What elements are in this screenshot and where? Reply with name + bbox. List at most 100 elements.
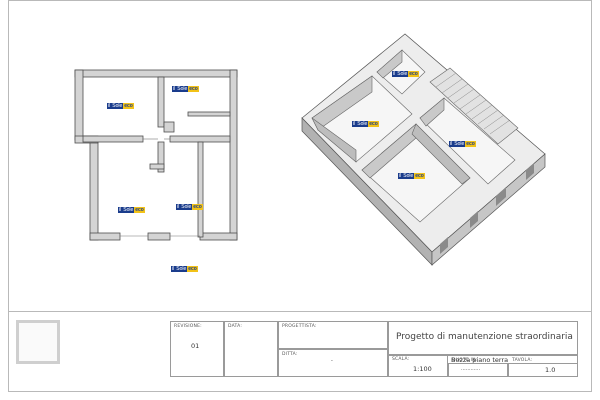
drawing-subtitle: Bozza piano terra [451,356,509,364]
watermark-suffix: eco [414,173,425,179]
wall-interior-stub [149,163,165,170]
date-cell: DATA: [224,321,278,377]
sheet-border-left [8,0,9,392]
scale-label: SCALA: [392,357,410,362]
watermark-prefix: il [171,266,176,272]
designer-cell: PROGETTISTA: [278,321,388,349]
stair-step [453,88,475,104]
stair-step [489,119,511,135]
stair-step [483,114,505,130]
watermark-brand: Sole [122,207,135,213]
wall-bottom-a [89,232,121,241]
stair-step [447,83,469,99]
window [470,211,478,228]
watermark-brand: Sole [180,204,193,210]
wall-interior-vertical-lower [157,141,165,173]
scale-value: 1:100 [413,365,432,373]
wall-chimney [163,121,175,133]
watermark-prefix: il [176,204,181,210]
wall-bottom-b [147,232,171,241]
stair-step [441,78,463,94]
stair-step [465,99,487,115]
plan-walls [74,69,238,241]
watermark-suffix: eco [123,103,134,109]
scale-cell: SCALA: 1:100 [388,355,448,377]
watermark-brand: Sole [356,121,369,127]
watermark-prefix: il [398,173,403,179]
window [526,163,534,180]
axo-outer-right-face [431,153,546,266]
units-value: ............ [461,366,481,372]
stair-step [459,94,481,110]
window [440,237,448,254]
axo-room-right-wall [419,97,445,127]
watermark-prefix: il [172,86,177,92]
watermark-suffix: eco [188,86,199,92]
stair-step [471,104,493,120]
watermark-suffix: eco [187,266,198,272]
watermark-suffix: eco [408,71,419,77]
sheet-cell: TAVOLA: 1.0 [508,358,578,377]
project-title: Progetto di manutenzione straordinaria [396,332,573,342]
axo-stair-steps [435,72,511,135]
watermark-suffix: eco [368,121,379,127]
wall-interior-vertical-upper [157,76,165,128]
company-label: DITTA: [282,352,298,357]
watermark-suffix: eco [134,207,145,213]
date-label: DATA: [228,324,243,329]
watermark-prefix: il [118,207,123,213]
watermark-brand: Sole [402,173,415,179]
axo-windows [440,163,534,254]
watermark-brand: Sole [175,266,188,272]
company-cell: DITTA: - [278,349,388,377]
wall-bath [187,111,231,117]
watermark-prefix: il [107,103,112,109]
axo-rooms [311,49,519,223]
sheet-value: 1.0 [545,366,556,374]
axo-room-small-wall [376,49,403,79]
revision-value: 01 [191,342,200,350]
watermark-brand: Sole [176,86,189,92]
watermark-brand: Sole [396,71,409,77]
watermark-prefix: il [392,71,397,77]
watermark-brand: Sole [453,141,466,147]
stair-step [435,72,457,88]
watermark-brand: Sole [111,103,124,109]
watermark-prefix: il [449,141,454,147]
units-label: QUOTE IN: [452,358,478,363]
revision-cell: REVISIONE: 01 [170,321,224,377]
axo-room-center-wall2 [411,123,471,185]
units-cell: QUOTE IN: ............ [448,358,508,377]
sheet-border-bottom [8,391,592,392]
stair-step [477,109,499,125]
sheet-border-right [591,0,592,392]
project-title-cell: Progetto di manutenzione straordinaria [388,321,578,355]
sheet-label: TAVOLA: [512,358,533,363]
watermark-prefix: il [352,121,357,127]
plan-doors [120,138,200,237]
logo-placeholder [16,320,60,364]
sheet-border-top [8,0,592,1]
revision-label: REVISIONE: [174,324,202,329]
axo-stair [429,67,519,145]
dot-mark: - [331,358,333,364]
watermark-suffix: eco [192,204,203,210]
axo-room-left-wall2 [311,117,357,163]
watermark-suffix: eco [465,141,476,147]
wall-bath-vertical [197,141,204,238]
designer-label: PROGETTISTA: [282,324,317,329]
titleblock-separator [8,311,592,312]
window [496,187,506,206]
